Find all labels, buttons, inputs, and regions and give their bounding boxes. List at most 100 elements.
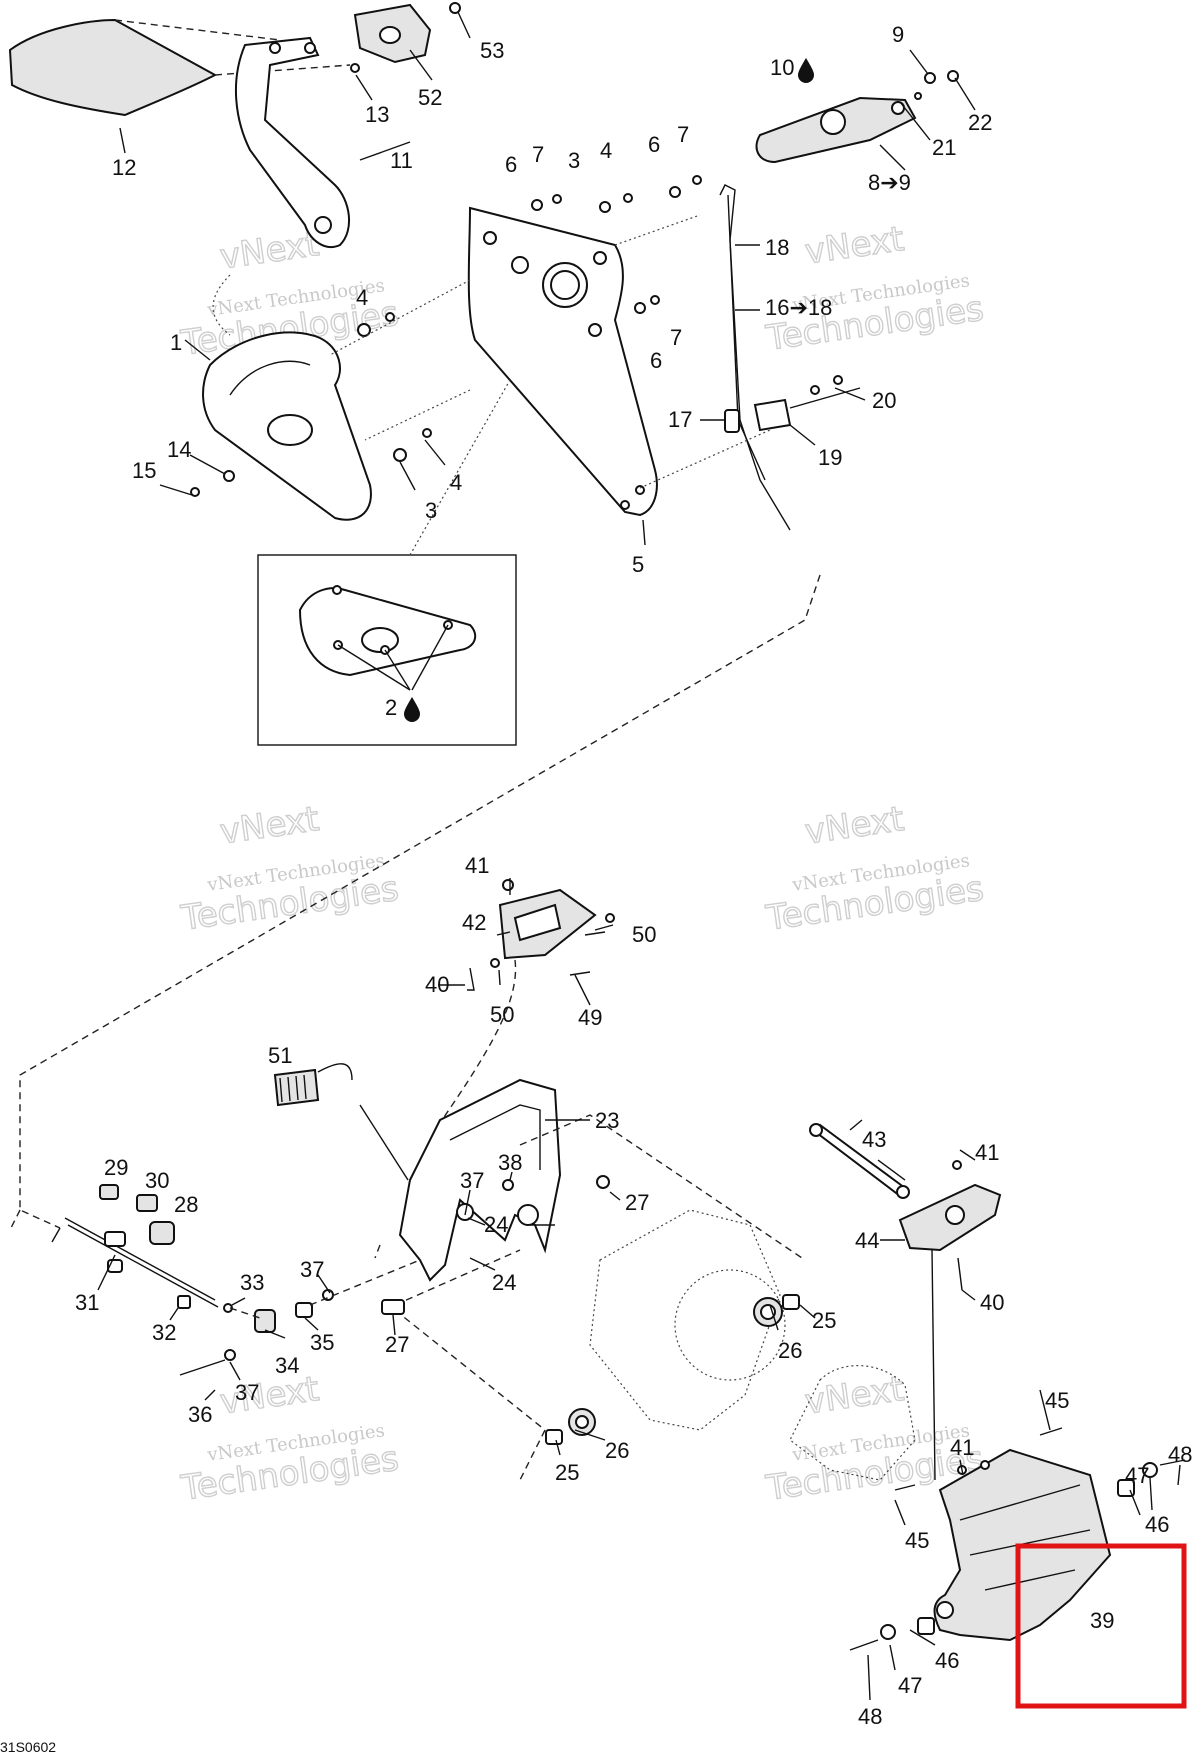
label-12: 12 — [112, 155, 136, 180]
watermark-text-vnext: vNext — [218, 1369, 322, 1422]
label-42: 42 — [462, 910, 486, 935]
label-47-bottom: 47 — [898, 1673, 922, 1698]
label-13: 13 — [365, 102, 389, 127]
label-53: 53 — [480, 38, 504, 63]
callout-labels: 12 11 13 52 53 1 14 15 3 4 4 6 7 3 4 6 7… — [75, 22, 1192, 1729]
label-6-left: 6 — [505, 152, 517, 177]
label-35: 35 — [310, 1330, 334, 1355]
label-14: 14 — [167, 437, 191, 462]
part-1-guard — [202, 331, 372, 521]
bearing-parts — [545, 1294, 800, 1445]
label-6-mid: 6 — [648, 132, 660, 157]
label-27-right: 27 — [625, 1190, 649, 1215]
label-19: 19 — [818, 445, 842, 470]
part-12-deflector — [8, 18, 351, 117]
label-27-left: 27 — [385, 1332, 409, 1357]
label-3-lower: 3 — [425, 498, 437, 523]
label-47-top: 47 — [1125, 1463, 1149, 1488]
label-30: 30 — [145, 1168, 169, 1193]
part-23-yoke — [398, 1078, 610, 1282]
label-22: 22 — [968, 110, 992, 135]
watermark-text-vnext: vNext — [803, 799, 907, 852]
label-25-right: 25 — [812, 1308, 836, 1333]
label-3-upper: 3 — [568, 148, 580, 173]
label-33: 33 — [240, 1270, 264, 1295]
label-32: 32 — [152, 1320, 176, 1345]
label-24-lower: 24 — [492, 1270, 516, 1295]
label-10: 10 — [770, 55, 794, 80]
leader-lines-bottom — [51, 878, 1181, 1701]
label-20: 20 — [872, 388, 896, 413]
watermark-text-vnext: vNext — [218, 224, 322, 277]
label-41-top: 41 — [465, 853, 489, 878]
label-34: 34 — [275, 1353, 299, 1378]
label-5: 5 — [632, 552, 644, 577]
label-44: 44 — [855, 1228, 879, 1253]
label-6-right: 6 — [650, 348, 662, 373]
label-4-upper-left: 4 — [356, 285, 368, 310]
oil-drop-icon — [798, 58, 814, 83]
label-7-right: 7 — [670, 325, 682, 350]
label-39: 39 — [1090, 1608, 1114, 1633]
part-51-spring — [273, 1063, 409, 1181]
diagram-code: 31S0602 — [0, 1739, 56, 1755]
label-9: 9 — [892, 22, 904, 47]
part-42-bracket — [441, 879, 615, 1121]
label-37-yoke: 37 — [460, 1168, 484, 1193]
part-16-cable — [719, 184, 792, 531]
label-40-bottom: 40 — [980, 1290, 1004, 1315]
label-26-lower: 26 — [605, 1438, 629, 1463]
label-4-lower: 4 — [450, 470, 462, 495]
label-23: 23 — [595, 1108, 619, 1133]
label-45-bottom: 45 — [905, 1528, 929, 1553]
label-8-9: 8➔9 — [868, 170, 911, 195]
label-51: 51 — [268, 1043, 292, 1068]
watermark-text-vnext: vNext — [218, 799, 322, 852]
label-43: 43 — [862, 1127, 886, 1152]
label-52: 52 — [418, 85, 442, 110]
part-44-lever — [898, 1160, 1002, 1481]
shaft-assembly — [64, 1184, 421, 1376]
label-48-top: 48 — [1168, 1442, 1192, 1467]
watermark-text-vnext: vNext — [803, 1369, 907, 1422]
fasteners-top — [190, 175, 843, 497]
label-46-top: 46 — [1145, 1512, 1169, 1537]
label-36: 36 — [188, 1402, 212, 1427]
label-46-bottom: 46 — [935, 1648, 959, 1673]
dashed-boundary — [9, 574, 821, 1231]
label-48-bottom: 48 — [858, 1704, 882, 1729]
label-28: 28 — [174, 1192, 198, 1217]
label-4-upper: 4 — [600, 138, 612, 163]
label-38: 38 — [498, 1150, 522, 1175]
label-31: 31 — [75, 1290, 99, 1315]
inset-part-2 — [257, 379, 517, 746]
label-24-upper: 24 — [484, 1212, 508, 1237]
label-21: 21 — [932, 135, 956, 160]
label-17: 17 — [668, 407, 692, 432]
label-50-right: 50 — [632, 922, 656, 947]
label-18: 18 — [765, 235, 789, 260]
label-16-18: 16➔18 — [765, 295, 832, 320]
label-7-left: 7 — [532, 142, 544, 167]
part-5-plate — [467, 206, 658, 517]
part-11-arm — [235, 36, 360, 248]
label-29: 29 — [104, 1155, 128, 1180]
oil-drop-icon — [404, 697, 420, 722]
part-8-lever — [755, 70, 959, 164]
label-41-bottom: 41 — [950, 1435, 974, 1460]
watermark-text-vnext: vNext — [803, 219, 907, 272]
label-1: 1 — [170, 330, 182, 355]
highlight-box — [1015, 1543, 1187, 1709]
label-45-top: 45 — [1045, 1388, 1069, 1413]
label-26-upper: 26 — [778, 1338, 802, 1363]
label-25-lower: 25 — [555, 1460, 579, 1485]
housing-dotted — [394, 1114, 916, 1481]
leader-lines-top — [119, 11, 976, 546]
label-7-mid: 7 — [677, 122, 689, 147]
label-2: 2 — [385, 695, 397, 720]
label-37-lower: 37 — [235, 1380, 259, 1405]
label-41-right: 41 — [975, 1140, 999, 1165]
part-43-link — [809, 1123, 910, 1199]
label-37-upper: 37 — [300, 1257, 324, 1282]
